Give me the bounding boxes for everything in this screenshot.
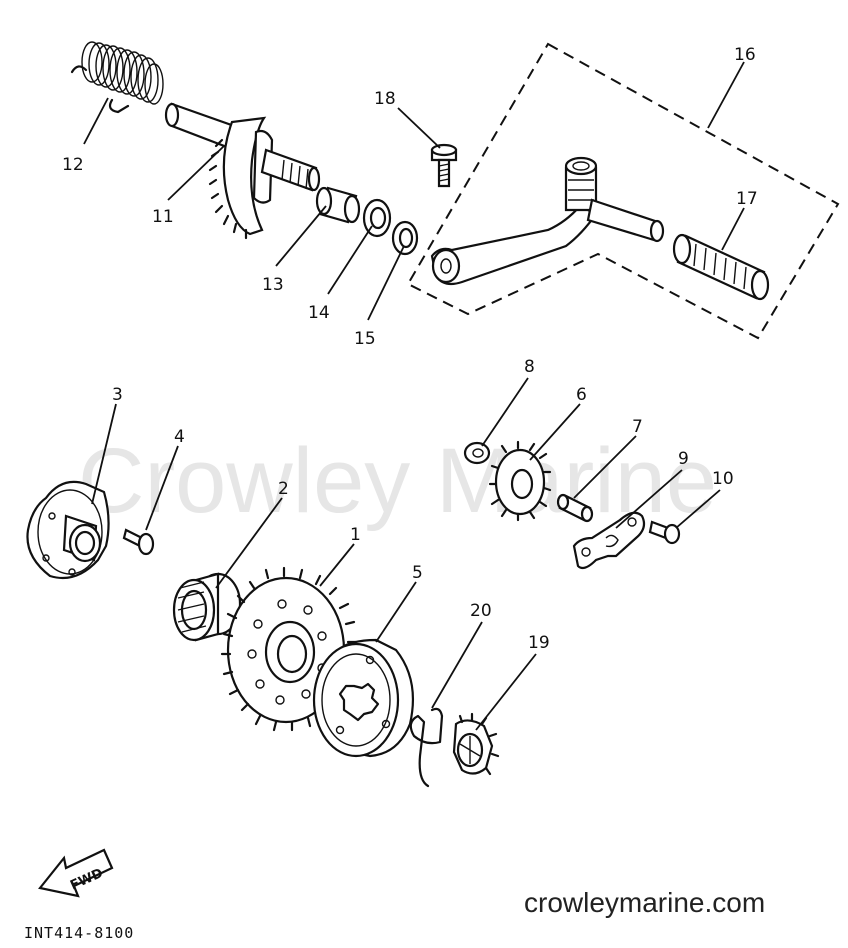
callout-numbers: 1 2 3 4 5 6 7 8 9 10 11 12 13 14 15 16 1… (62, 45, 758, 653)
callout-8: 8 (524, 357, 535, 377)
callout-19: 19 (528, 633, 550, 653)
part-16-kick-crank-assembly (406, 42, 840, 340)
callout-2: 2 (278, 479, 289, 499)
callout-10: 10 (712, 469, 734, 489)
callout-3: 3 (112, 385, 123, 405)
leader-lines (83, 61, 745, 731)
part-13-collar (315, 186, 361, 224)
callout-9: 9 (678, 449, 689, 469)
site-url: crowleymarine.com (524, 887, 765, 918)
part-8-washer (463, 441, 491, 465)
callout-4: 4 (174, 427, 185, 447)
part-18-bolt (430, 143, 458, 188)
fwd-arrow-icon: FWD (38, 848, 114, 898)
callout-6: 6 (576, 385, 587, 405)
part-6-small-gear (488, 440, 552, 522)
callout-1: 1 (350, 525, 361, 545)
watermark-text: Crowley Marine (78, 430, 717, 532)
part-3-plate (26, 480, 110, 580)
callout-7: 7 (632, 417, 643, 437)
callout-14: 14 (308, 303, 330, 323)
part-11-kick-shaft (164, 102, 321, 240)
callout-15: 15 (354, 329, 376, 349)
part-10-screw (648, 520, 681, 545)
part-14-washer (362, 198, 392, 238)
part-7-pin (556, 493, 594, 523)
part-19-pinion (452, 712, 500, 776)
part-12-spring (70, 41, 164, 114)
callout-20: 20 (470, 601, 492, 621)
assembly-dashed-outline (406, 42, 840, 340)
callout-12: 12 (62, 155, 84, 175)
part-2-bearing (172, 572, 242, 642)
part-9-bracket (572, 511, 646, 570)
part-17-grip (672, 233, 770, 301)
callout-5: 5 (412, 563, 423, 583)
callout-13: 13 (262, 275, 284, 295)
part-15-circlip (391, 220, 419, 256)
callout-17: 17 (736, 189, 758, 209)
diagram-code: INT414-8100 (24, 924, 134, 942)
callout-18: 18 (374, 89, 396, 109)
part-20-clip (409, 707, 444, 788)
callout-16: 16 (734, 45, 756, 65)
callout-11: 11 (152, 207, 174, 227)
part-5-clutch-drum (312, 638, 414, 758)
part-4-screw (122, 528, 155, 556)
